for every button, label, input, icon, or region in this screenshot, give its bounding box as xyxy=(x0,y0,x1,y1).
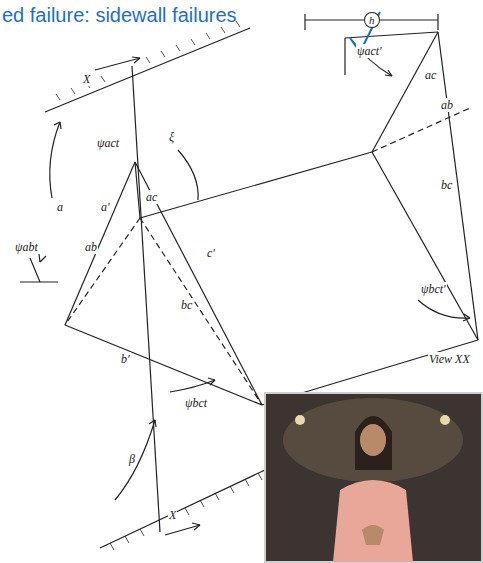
plane-label: ab xyxy=(84,240,98,254)
view-label: View XX xyxy=(428,352,471,366)
video-inset xyxy=(265,393,482,562)
edge-label: a' xyxy=(100,200,111,214)
dimension-label: h xyxy=(364,12,380,28)
angle-label: ξ xyxy=(168,130,175,144)
angle-label: a xyxy=(56,200,64,214)
plane-label: bc xyxy=(440,178,453,192)
section-mark: X xyxy=(82,72,91,86)
plane-label: ab xyxy=(440,98,454,112)
plane-label: ac xyxy=(424,68,437,82)
plane-label: ac xyxy=(145,190,158,204)
edge-label: c' xyxy=(206,246,216,260)
angle-label: ψact xyxy=(96,136,120,150)
slide-title: ed failure: sidewall failures xyxy=(2,4,237,27)
edge-label: b' xyxy=(120,352,131,366)
angle-label: ψbct' xyxy=(420,282,447,296)
angle-label: β xyxy=(128,452,136,466)
angle-label: ψbct xyxy=(184,396,208,410)
section-mark: X xyxy=(168,508,177,522)
plane-label: bc xyxy=(180,298,193,312)
angle-label: ψact' xyxy=(356,44,383,58)
angle-label: ψabt xyxy=(14,240,39,254)
